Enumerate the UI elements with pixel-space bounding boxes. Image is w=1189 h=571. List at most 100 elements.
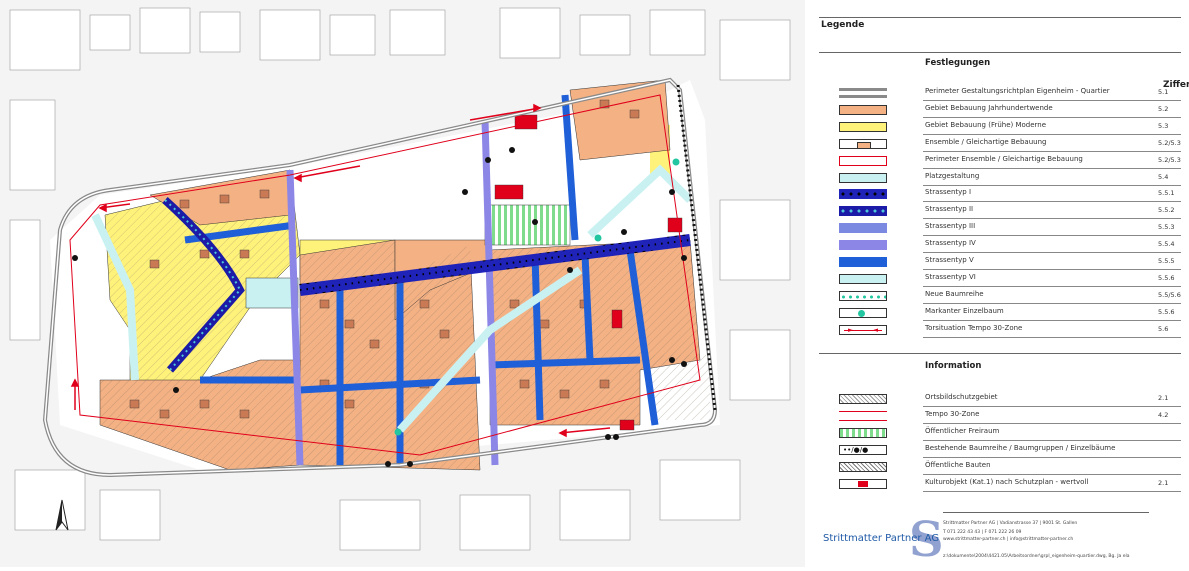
legend-row: Strassentyp IV 5.5.4 bbox=[805, 238, 1189, 254]
company-logo-icon: S bbox=[909, 512, 944, 568]
company-name: Strittmatter Partner AG bbox=[823, 533, 940, 544]
legend-row: Ortsbildschutzgebiet 2.1 bbox=[805, 392, 1189, 408]
legend-row: Perimeter Ensemble / Gleichartige Bebauu… bbox=[805, 154, 1189, 170]
legend-swatch-bauten bbox=[839, 462, 887, 472]
legend-title: Legende bbox=[821, 20, 865, 30]
legend-label: Bestehende Baumreihe / Baumgruppen / Ein… bbox=[925, 444, 1116, 452]
legend-swatch-perimeter bbox=[839, 88, 887, 98]
surrounding-parcels bbox=[9, 7, 791, 551]
legend-label: Ensemble / Gleichartige Bebauung bbox=[925, 137, 1047, 146]
legend-label: Strassentyp III bbox=[925, 222, 976, 231]
legend-divider bbox=[819, 353, 1181, 354]
section-festlegungen: Festlegungen bbox=[925, 58, 991, 68]
file-path: z:\dokumente\2004\4421.05\Arbeitsordner\… bbox=[943, 554, 1130, 559]
legend-label: Perimeter Ensemble / Gleichartige Bebauu… bbox=[925, 154, 1083, 163]
legend-row-line bbox=[923, 100, 1181, 101]
company-web: www.strittmatter-partner.ch | info@strit… bbox=[943, 537, 1074, 542]
legend-label: Perimeter Gestaltungsrichtplan Eigenheim… bbox=[925, 87, 1110, 95]
hatch-ortsbildschutz bbox=[100, 240, 710, 470]
legend-row-line bbox=[923, 285, 1181, 287]
legend-swatch-str3 bbox=[839, 223, 887, 234]
tempo-30-zone bbox=[69, 94, 701, 456]
legend-row: Öffentliche Bauten bbox=[805, 460, 1189, 476]
legend-row-line bbox=[923, 201, 1181, 203]
torsituation bbox=[70, 103, 611, 438]
legend-label: Markanter Einzelbaum bbox=[925, 306, 1004, 315]
legend-label: Strassentyp IV bbox=[925, 239, 976, 248]
legend-row-line bbox=[923, 116, 1181, 118]
legend-ziffer: 5.5.1 bbox=[1158, 189, 1175, 198]
legend-ziffer: 5.5.3 bbox=[1158, 223, 1175, 232]
legend-swatch-ensemble-perimeter bbox=[839, 155, 887, 166]
legend-ziffer: 5.5/5.6 bbox=[1158, 290, 1181, 299]
legend-row-line bbox=[923, 406, 1181, 407]
legend-row-line bbox=[923, 218, 1181, 220]
legend-ziffer: 2.1 bbox=[1158, 394, 1169, 402]
legend-label: Kulturobjekt (Kat.1) nach Schutzplan - w… bbox=[925, 478, 1089, 486]
legend-label: Ortsbildschutzgebiet bbox=[925, 393, 998, 401]
legend-ziffer: 5.5.4 bbox=[1158, 240, 1175, 249]
legend-row-line bbox=[923, 491, 1181, 492]
legend-row-line bbox=[923, 269, 1181, 270]
legend-label: Torsituation Tempo 30-Zone bbox=[925, 323, 1023, 332]
legend-swatch-ensemble bbox=[839, 138, 887, 149]
legend-ziffer: 5.6 bbox=[1158, 324, 1169, 333]
legend-row-line bbox=[923, 167, 1181, 169]
legend-ziffer: 5.2/5.3 bbox=[1158, 138, 1181, 147]
legend-ziffer: 5.4 bbox=[1158, 172, 1169, 181]
north-arrow-icon bbox=[55, 499, 69, 531]
footer-divider bbox=[943, 512, 1149, 513]
legend-panel: Legende Festlegungen Ziffer Perimeter Ge… bbox=[805, 0, 1189, 568]
strassentyp-vi bbox=[91, 164, 693, 433]
legend-row: Perimeter Gestaltungsrichtplan Eigenheim… bbox=[805, 86, 1189, 102]
legend-row-line bbox=[923, 474, 1181, 475]
legend-row-line bbox=[923, 423, 1181, 424]
legend-row-line bbox=[923, 252, 1181, 254]
legend-swatch-baeume: ••/●/● bbox=[839, 445, 887, 455]
legend-swatch-str1 bbox=[839, 189, 887, 200]
column-ziffer: Ziffer bbox=[1163, 80, 1189, 90]
legend-ziffer: 4.2 bbox=[1158, 411, 1169, 419]
platzgestaltung bbox=[245, 277, 299, 309]
legend-swatch-tempo bbox=[839, 411, 887, 421]
oeffentlicher-freiraum bbox=[484, 204, 571, 246]
legend-row: Platzgestaltung 5.4 bbox=[805, 171, 1189, 187]
legend-label: Strassentyp II bbox=[925, 205, 974, 214]
legend-row-line bbox=[923, 336, 1181, 338]
legend-row-line bbox=[923, 184, 1181, 186]
legend-label: Strassentyp I bbox=[925, 188, 972, 197]
legend-label: Gebiet Bebauung Jahrhundertwende bbox=[925, 103, 1053, 112]
einzelbaeume bbox=[72, 147, 687, 467]
legend-row-line bbox=[923, 319, 1181, 321]
legend-row-line bbox=[923, 302, 1181, 304]
legend-swatch-yellow bbox=[839, 121, 887, 132]
legend-swatch-str2 bbox=[839, 206, 887, 217]
legend-swatch-orange bbox=[839, 104, 887, 115]
legend-swatch-baumreihe bbox=[839, 290, 887, 301]
legend-ziffer: 5.5.6 bbox=[1158, 307, 1175, 316]
legend-label: Strassentyp V bbox=[925, 256, 974, 264]
legend-ziffer: 5.3 bbox=[1158, 121, 1169, 130]
legend-label: Platzgestaltung bbox=[925, 171, 980, 180]
legend-label: Strassentyp VI bbox=[925, 272, 976, 281]
legend-ziffer: 5.1 bbox=[1158, 88, 1169, 96]
company-phone: T 071 222 43 43 | F 071 222 26 09 bbox=[943, 530, 1022, 535]
site-plan-map[interactable] bbox=[0, 0, 805, 567]
legend-swatch-str6 bbox=[839, 273, 887, 284]
legend-label: Gebiet Bebauung (Frühe) Moderne bbox=[925, 120, 1047, 129]
legend-divider bbox=[819, 17, 1181, 18]
legend-row-line bbox=[923, 440, 1181, 441]
legend-label: Öffentliche Bauten bbox=[925, 461, 991, 469]
legend-swatch-einzelbaum bbox=[839, 307, 887, 318]
legend-swatch-str5 bbox=[839, 257, 887, 267]
legend-row-line bbox=[923, 457, 1181, 458]
company-address: Strittmatter Partner AG | Vadianstrasse … bbox=[943, 521, 1078, 526]
legend-divider bbox=[819, 52, 1181, 53]
map-canvas bbox=[9, 7, 791, 551]
